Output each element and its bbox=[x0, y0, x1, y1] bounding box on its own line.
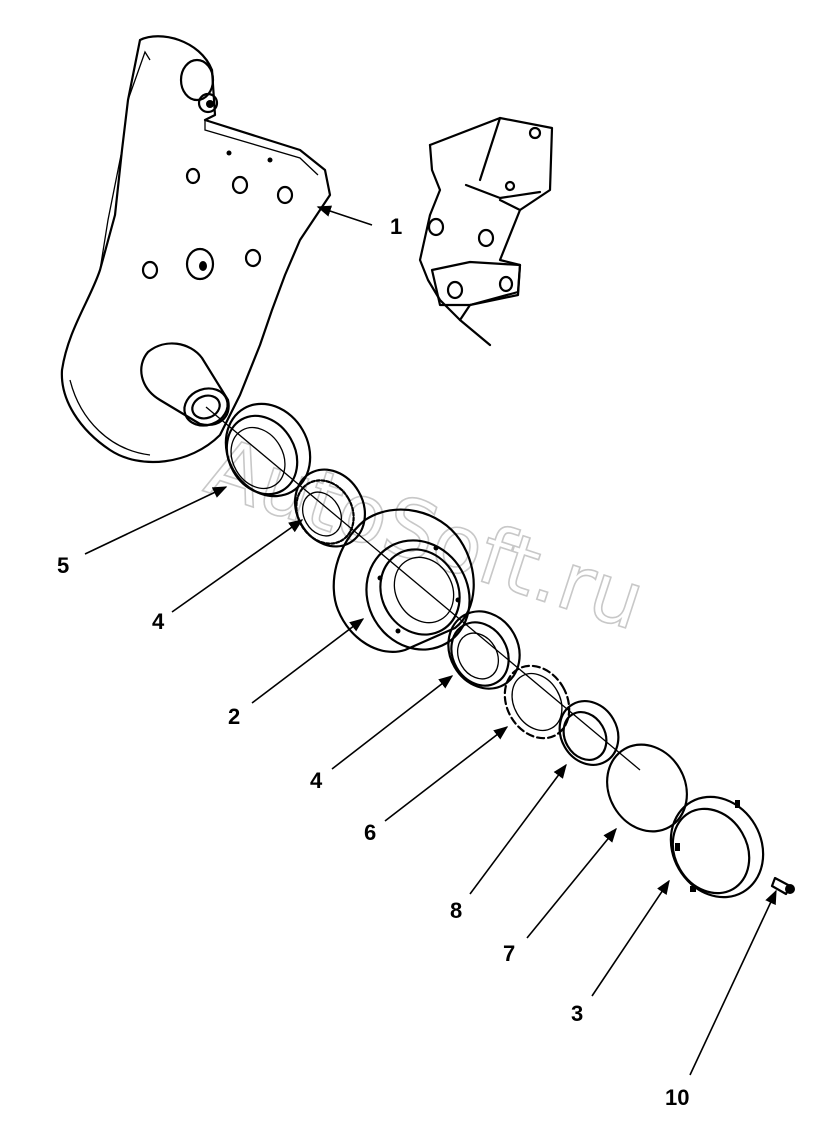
callout-label-2: 2 bbox=[228, 704, 240, 729]
part-cap bbox=[669, 795, 765, 899]
callout-label-10: 10 bbox=[665, 1085, 689, 1110]
callout-labels: 1 5 4 2 4 6 8 7 3 10 bbox=[57, 214, 689, 1110]
callout-label-4b: 4 bbox=[310, 768, 323, 793]
callout-label-5: 5 bbox=[57, 553, 69, 578]
callout-label-7: 7 bbox=[503, 941, 515, 966]
leader-lines bbox=[84, 205, 777, 1076]
part-tab-washer bbox=[503, 664, 571, 740]
part-gasket bbox=[606, 743, 688, 833]
callout-label-1: 1 bbox=[390, 214, 402, 239]
part-seal bbox=[224, 402, 312, 498]
vehicle-frame bbox=[418, 116, 554, 347]
part-bearing-lower bbox=[447, 610, 521, 690]
callout-label-8: 8 bbox=[450, 898, 462, 923]
callout-label-3: 3 bbox=[571, 1001, 583, 1026]
part-hub bbox=[332, 508, 475, 653]
callout-label-4a: 4 bbox=[152, 609, 165, 634]
assembly-axis bbox=[205, 406, 641, 771]
part-bracket bbox=[60, 35, 332, 464]
watermark-text: AutoSoft.ru bbox=[196, 420, 655, 648]
callout-label-6: 6 bbox=[364, 820, 376, 845]
part-screw bbox=[770, 876, 795, 896]
